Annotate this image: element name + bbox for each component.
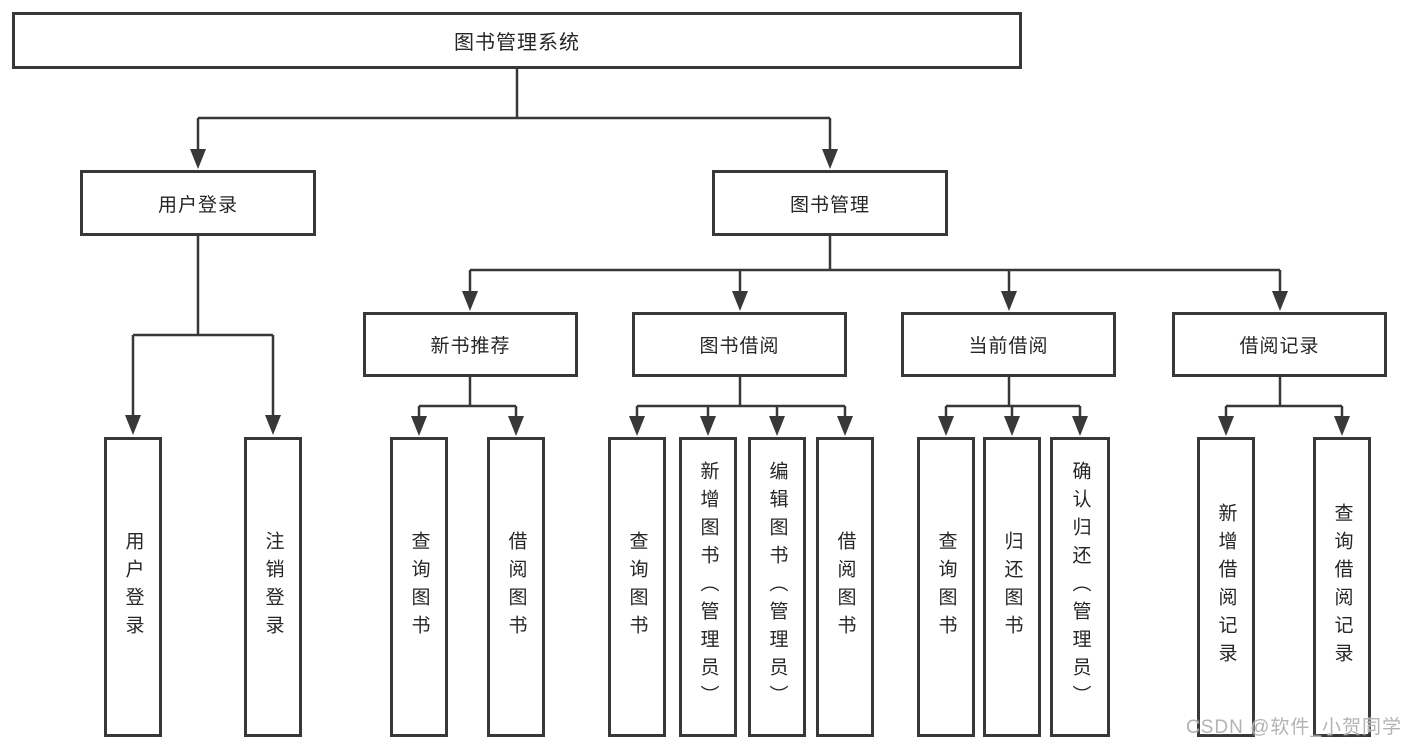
node-borrow-records: 借阅记录 bbox=[1172, 312, 1387, 377]
leaf-add-book-admin: 新增图书（管理员） bbox=[679, 437, 737, 737]
node-user-login: 用户登录 bbox=[80, 170, 316, 236]
leaf-borrow-books: 借阅图书 bbox=[816, 437, 874, 737]
leaf-edit-book-admin: 编辑图书（管理员） bbox=[748, 437, 806, 737]
node-book-borrow: 图书借阅 bbox=[632, 312, 847, 377]
node-current-borrow: 当前借阅 bbox=[901, 312, 1116, 377]
leaf-query-books-recommend: 查询图书 bbox=[390, 437, 448, 737]
leaf-confirm-return-admin: 确认归还（管理员） bbox=[1050, 437, 1110, 737]
leaf-query-borrow-record: 查询借阅记录 bbox=[1313, 437, 1371, 737]
node-new-book-recommend: 新书推荐 bbox=[363, 312, 578, 377]
leaf-query-books-borrow: 查询图书 bbox=[608, 437, 666, 737]
leaf-add-borrow-record: 新增借阅记录 bbox=[1197, 437, 1255, 737]
watermark: CSDN @软件_小贺同学 bbox=[1186, 717, 1402, 738]
leaf-user-login: 用户登录 bbox=[104, 437, 162, 737]
leaf-logout: 注销登录 bbox=[244, 437, 302, 737]
leaf-return-book: 归还图书 bbox=[983, 437, 1041, 737]
node-root: 图书管理系统 bbox=[12, 12, 1022, 69]
leaf-query-books-current: 查询图书 bbox=[917, 437, 975, 737]
leaf-borrow-books-recommend: 借阅图书 bbox=[487, 437, 545, 737]
node-book-management: 图书管理 bbox=[712, 170, 948, 236]
